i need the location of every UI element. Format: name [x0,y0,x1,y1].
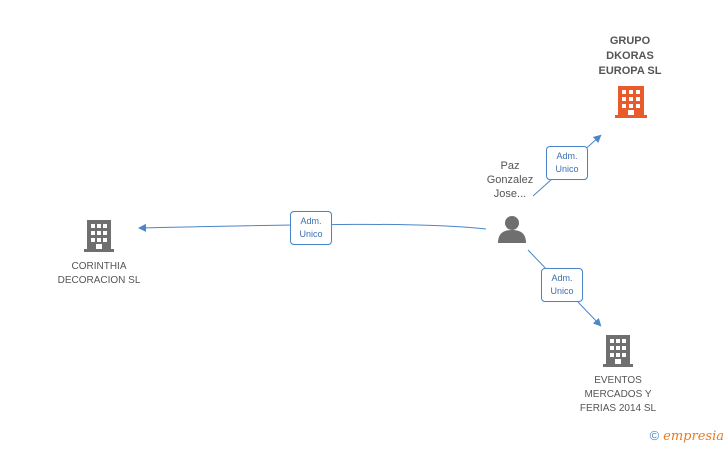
person-icon[interactable] [497,214,527,244]
relation-type: Unico [299,229,323,239]
empresia-logo: ©empresia [650,428,724,444]
brand-initial: e [663,429,671,444]
relation-label-bottom[interactable]: Adm. Unico [541,268,583,302]
copyright-icon: © [649,428,660,443]
building-icon[interactable] [603,334,633,368]
company-name-corinthia[interactable]: CORINTHIA DECORACION SL [57,261,141,286]
company-name-eventos[interactable]: EVENTOS MERCADOS Y FERIAS 2014 SL [579,375,657,414]
brand-name: mpresia [670,429,724,444]
relation-label-top[interactable]: Adm. Unico [546,146,588,180]
building-icon[interactable] [615,85,647,119]
relation-role: Adm. [300,216,322,226]
relation-type: Unico [550,286,574,296]
relation-role: Adm. [551,273,573,283]
relation-type: Unico [555,164,579,174]
building-icon[interactable] [84,219,114,253]
edge-to-corinthia [138,223,487,232]
relation-role: Adm. [556,151,578,161]
company-name-grupo-dkoras[interactable]: GRUPO DKORAS EUROPA SL [598,35,662,77]
relation-label-left[interactable]: Adm. Unico [290,211,332,245]
person-name[interactable]: Paz Gonzalez Jose... [486,160,534,200]
